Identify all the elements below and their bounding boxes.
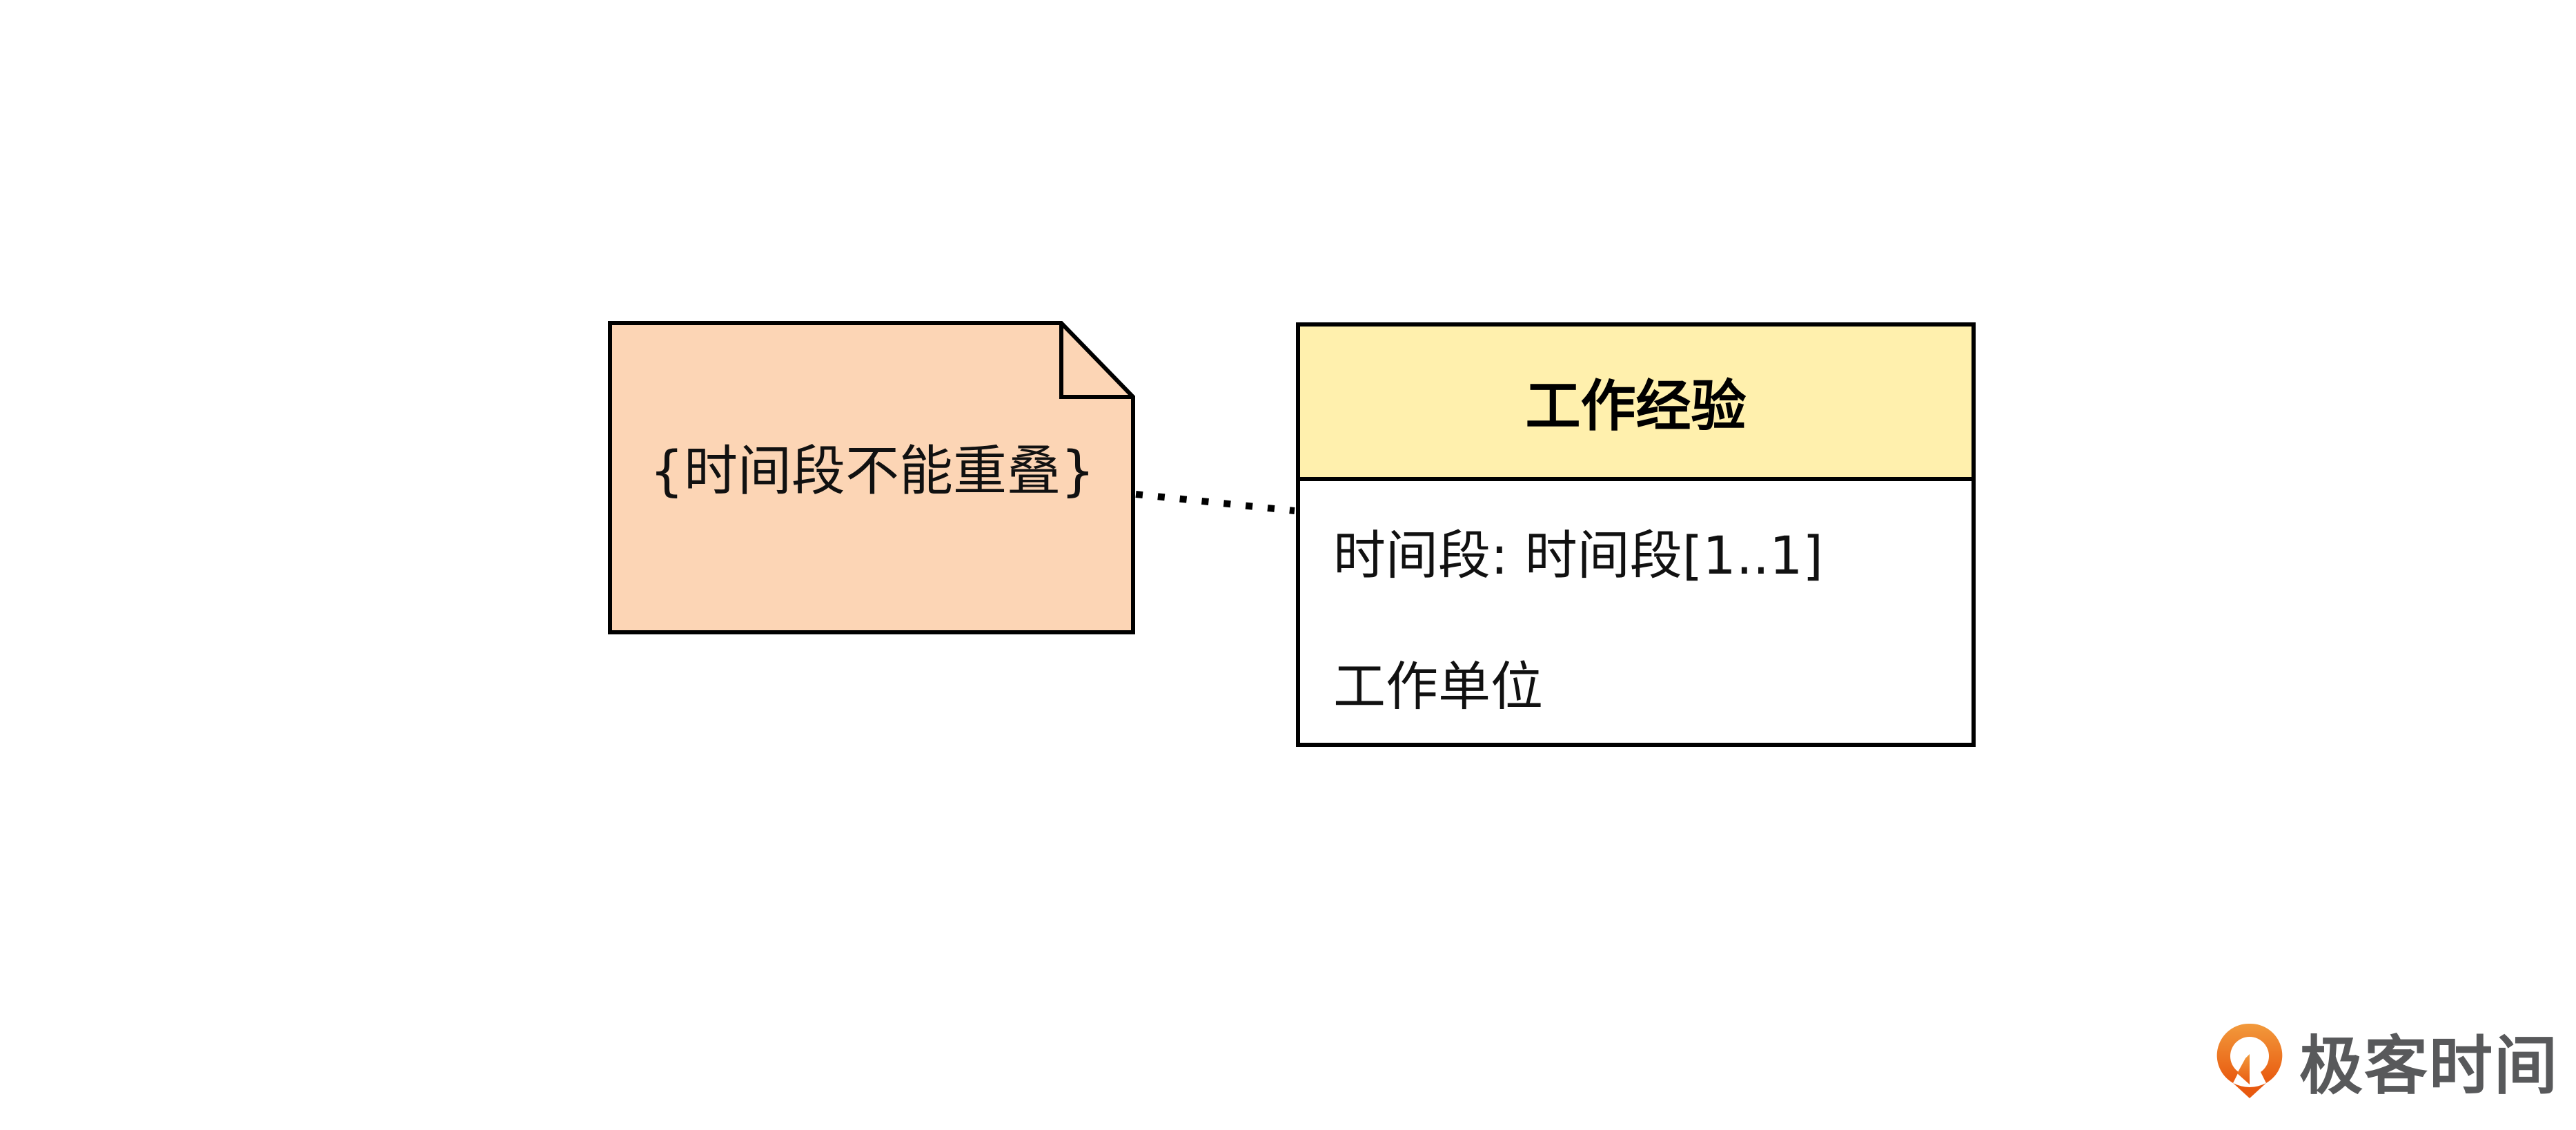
note-fold — [1059, 323, 1133, 399]
class-title: 工作经验 — [1300, 327, 1972, 481]
class-attribute: 时间段: 时间段[1..1] — [1333, 525, 1824, 586]
logo-text: 极客时间 — [2299, 1029, 2559, 1103]
note-connector-dotted — [1135, 491, 1295, 514]
logo: 极客时间 — [2215, 1015, 2559, 1107]
logo-icon — [2216, 1023, 2283, 1098]
class-attribute: 工作单位 — [1333, 656, 1543, 717]
note-constraint-text: {时间段不能重叠} — [649, 440, 1095, 503]
class-box: 工作经验 时间段: 时间段[1..1] 工作单位 — [1296, 322, 1976, 747]
note-shape — [608, 321, 1135, 634]
